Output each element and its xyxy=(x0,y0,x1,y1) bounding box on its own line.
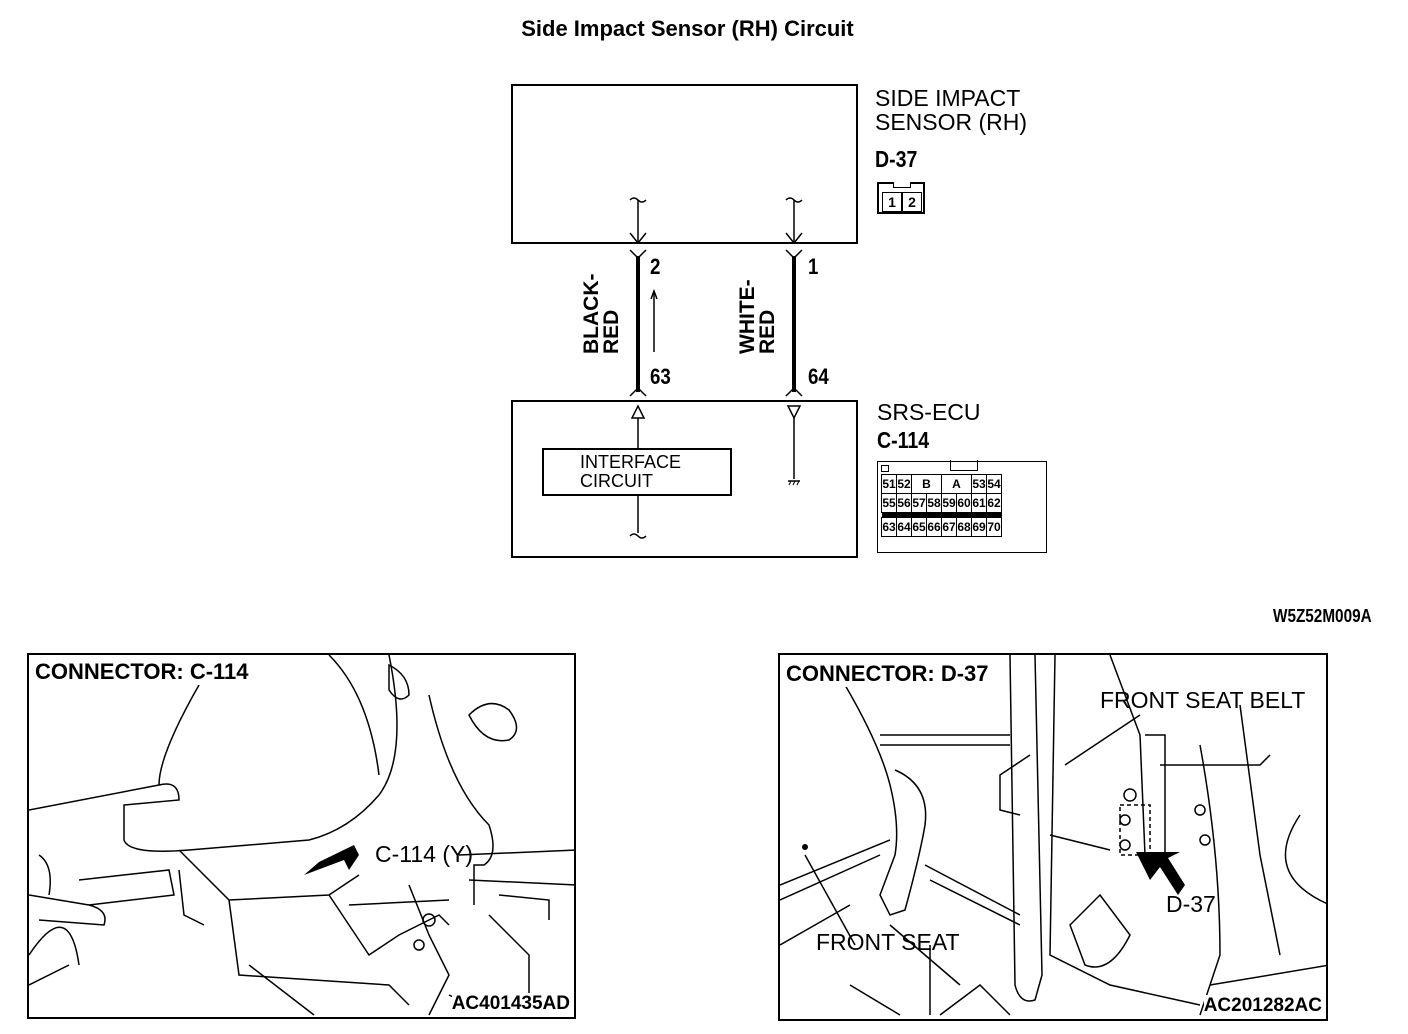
diagram-code: W5Z52M009A xyxy=(1273,606,1372,626)
input-triangle-icon xyxy=(630,404,646,419)
ecu-pin: 54 xyxy=(986,474,1002,494)
wire-black-red xyxy=(629,197,658,539)
ecu-pin: 55 xyxy=(881,493,897,513)
sensor-pin-label-1: 1 xyxy=(808,254,819,279)
ecu-pin: 67 xyxy=(941,517,957,537)
ecu-pin: 68 xyxy=(956,517,972,537)
c114-figure-code: AC401435AD xyxy=(451,993,570,1015)
ecu-pin: 57 xyxy=(911,493,927,513)
ecu-box xyxy=(511,400,858,558)
ecu-pin: 51 xyxy=(881,474,897,494)
c114-location-illustration xyxy=(29,655,574,1016)
ecu-pin: 62 xyxy=(986,493,1002,513)
ecu-pin: 63 xyxy=(881,517,897,537)
connector-d37-panel: CONNECTOR: D-37 FRONT SEAT BELT D-37 FRO… xyxy=(778,653,1328,1021)
ecu-pin: 58 xyxy=(926,493,942,513)
ecu-pin: 70 xyxy=(986,517,1002,537)
sensor-name-line1: SIDE IMPACT xyxy=(875,85,1021,111)
ecu-name: SRS-ECU xyxy=(877,399,981,425)
ecu-connector-code: C-114 xyxy=(877,427,930,453)
ecu-pin: 56 xyxy=(896,493,912,513)
wire-white-red xyxy=(785,197,803,486)
ground-icon xyxy=(788,480,800,486)
ecu-pin-group-a: A xyxy=(941,474,972,494)
ecu-pin: 69 xyxy=(971,517,987,537)
interface-circuit-box xyxy=(542,448,732,496)
sensor-pin-2: 2 xyxy=(902,192,922,212)
wire-color-white-red: WHITE-RED xyxy=(736,279,779,354)
ecu-pin: 52 xyxy=(896,474,912,494)
ecu-pin-grid: 51 52 B A 53 54 55 56 57 58 59 60 61 62 … xyxy=(881,474,1002,537)
ecu-pin: 53 xyxy=(971,474,987,494)
connector-c114-panel: CONNECTOR: C-114 C-114 (Y) AC401435AD xyxy=(27,653,576,1019)
d37-location-illustration xyxy=(780,655,1326,1016)
sensor-connector-code: D-37 xyxy=(875,146,918,172)
c114-callout-label: C-114 (Y) xyxy=(375,841,473,867)
panel-c114-title: CONNECTOR: C-114 xyxy=(35,659,249,685)
sensor-name-line2: SENSOR (RH) xyxy=(875,109,1028,135)
front-seat-callout: FRONT SEAT xyxy=(816,929,960,955)
sensor-pin-1: 1 xyxy=(882,192,902,212)
ecu-pin-group-b: B xyxy=(911,474,942,494)
ecu-pin-label-63: 63 xyxy=(650,364,671,389)
d37-callout-label: D-37 xyxy=(1166,891,1216,917)
ecu-connector-icon: 51 52 B A 53 54 55 56 57 58 59 60 61 62 … xyxy=(877,460,1047,553)
ecu-pin: 59 xyxy=(941,493,957,513)
output-triangle-icon xyxy=(786,405,802,420)
diagram-title: Side Impact Sensor (RH) Circuit xyxy=(521,16,854,41)
circuit-schematic xyxy=(511,84,858,558)
d37-pointer-arrow-icon xyxy=(1136,852,1185,895)
ecu-pin: 65 xyxy=(911,517,927,537)
sensor-box xyxy=(511,84,858,244)
c114-pointer-arrow-icon xyxy=(304,845,359,875)
ecu-pin-label-64: 64 xyxy=(808,364,829,389)
ecu-pin-row-2: 55 56 57 58 59 60 61 62 xyxy=(881,493,1002,513)
front-seat-belt-callout: FRONT SEAT BELT xyxy=(1100,687,1306,713)
panel-d37-title: CONNECTOR: D-37 xyxy=(786,661,989,687)
ecu-pin-row-1: 51 52 B A 53 54 xyxy=(881,474,1002,494)
d37-figure-code: AC201282AC xyxy=(1203,995,1322,1017)
sensor-connector-icon: 1 2 xyxy=(877,182,925,214)
ecu-pin-row-3: 63 64 65 66 67 68 69 70 xyxy=(881,517,1002,537)
ecu-pin: 66 xyxy=(926,517,942,537)
wire-color-black-red: BLACK-RED xyxy=(580,273,623,354)
sensor-pin-label-2: 2 xyxy=(650,254,661,279)
ecu-pin: 61 xyxy=(971,493,987,513)
ecu-connector-divider xyxy=(881,512,1002,518)
ecu-pin: 60 xyxy=(956,493,972,513)
ecu-pin: 64 xyxy=(896,517,912,537)
